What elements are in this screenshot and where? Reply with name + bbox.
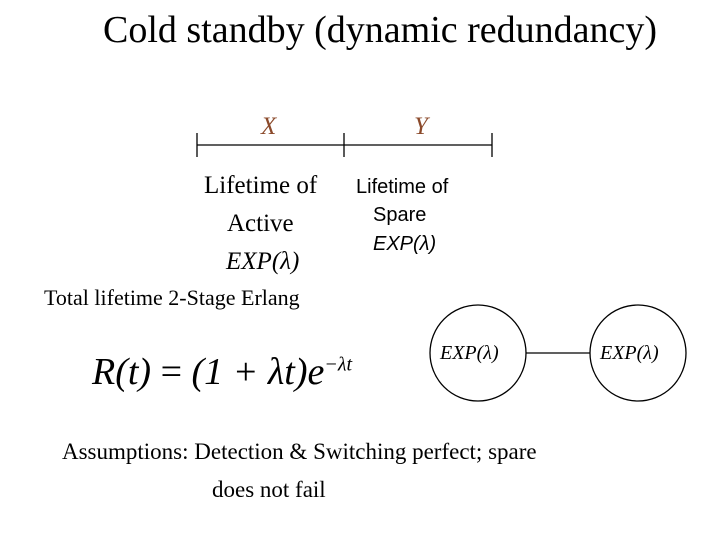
- spare-dist: EXP(λ): [373, 233, 437, 255]
- state-label-right: EXP(λ): [600, 342, 659, 364]
- interval-label-y: Y: [414, 113, 428, 140]
- active-label-line2: Active: [227, 210, 294, 237]
- active-label-line1: Lifetime of: [204, 172, 318, 199]
- formula-exponent: −λt: [324, 353, 353, 376]
- reliability-formula: R(t) = (1 + λt)e−λt: [92, 350, 352, 394]
- formula-equals: =: [160, 351, 183, 393]
- interval-label-x: X: [261, 113, 277, 140]
- page-title: Cold standby (dynamic redundancy): [103, 9, 658, 51]
- spare-label-line2: Spare: [373, 204, 427, 226]
- assumptions-line2: does not fail: [212, 477, 326, 502]
- total-lifetime-label: Total lifetime 2-Stage Erlang: [44, 285, 300, 310]
- formula-lhs: R(t): [92, 351, 152, 393]
- state-label-left: EXP(λ): [440, 342, 499, 364]
- assumptions-line1: Assumptions: Detection & Switching perfe…: [62, 439, 537, 464]
- active-dist: EXP(λ): [226, 248, 300, 275]
- spare-label-line1: Lifetime of: [356, 176, 449, 198]
- formula-body: (1 + λt)e: [191, 351, 325, 393]
